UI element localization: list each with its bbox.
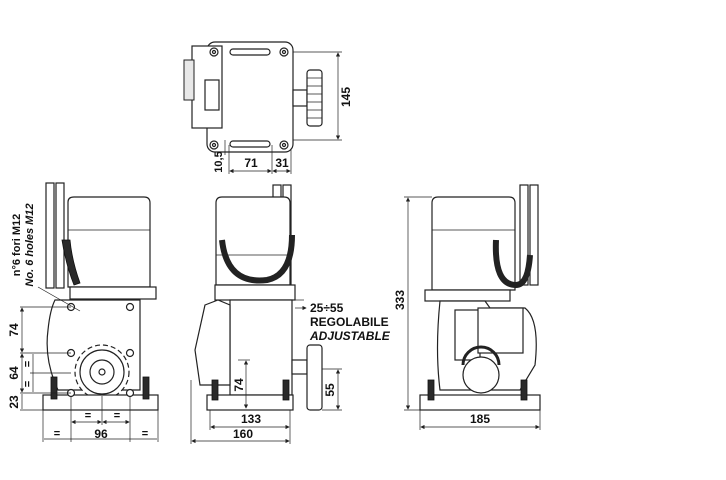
equal-mark: =: [85, 410, 91, 422]
dim-71: 71: [244, 156, 258, 170]
base-plate: [206, 394, 294, 411]
slot: [229, 48, 271, 56]
equal-mark: =: [22, 361, 34, 367]
dim-74: 74: [232, 378, 246, 392]
equal-mark: =: [114, 410, 120, 422]
anchor-bolt: [142, 376, 150, 400]
cable-sheath: [492, 239, 533, 289]
motor-cover: [215, 196, 291, 286]
base-plate: [419, 394, 541, 411]
shaft: [292, 89, 308, 107]
dim-96: 96: [94, 427, 108, 441]
top-view: 145 71 31 10,5: [183, 41, 353, 174]
side-view: 25÷55 REGOLABILE ADJUSTABLE 74 55 133 16…: [190, 184, 391, 444]
shaft: [291, 359, 308, 375]
adjustment-arc: [461, 345, 501, 366]
flange: [69, 286, 157, 300]
pinion-gear: [74, 344, 130, 400]
dim-160: 160: [233, 427, 253, 441]
equal-mark: =: [22, 381, 34, 387]
slot: [229, 140, 271, 148]
note-holes-it: n°6 fori M12: [11, 214, 23, 276]
pinion-gear: [306, 344, 323, 411]
equal-mark: =: [142, 428, 148, 440]
anchor-bolt: [211, 379, 219, 401]
dim-10-5: 10,5: [213, 151, 225, 172]
motor-cover: [431, 196, 516, 291]
rack: [519, 184, 529, 286]
anchor-bolt: [282, 379, 290, 401]
flange: [214, 284, 296, 301]
control-cover: [477, 307, 524, 354]
cable-sheath: [61, 239, 81, 286]
gearbox-body: [229, 299, 293, 396]
connector: [204, 79, 220, 111]
mounting-holes: [209, 47, 289, 150]
adjust-label-en: ADJUSTABLE: [309, 329, 391, 343]
dim-145: 145: [339, 87, 353, 107]
rear-view: 333 185: [393, 184, 541, 430]
dim-74: 74: [7, 323, 21, 337]
rack: [55, 182, 65, 289]
pinion-gear: [306, 69, 323, 127]
leader-line: [37, 286, 81, 312]
cable-sheath: [219, 234, 295, 284]
note-holes-en: No. 6 holes M12: [24, 203, 36, 286]
dim-333: 333: [393, 290, 407, 310]
handle: [183, 59, 195, 101]
adjust-range: 25÷55: [310, 301, 344, 315]
equal-mark: =: [54, 428, 60, 440]
rack: [45, 182, 55, 289]
mounting-holes: [66, 302, 135, 398]
release-lever: [194, 299, 231, 386]
front-view: n°6 fori M12 No. 6 holes M12 74 64 23 = …: [7, 182, 159, 442]
motor-cover: [67, 196, 151, 288]
adjust-label-it: REGOLABILE: [310, 315, 389, 329]
dim-185: 185: [470, 412, 490, 426]
anchor-bolt: [427, 379, 435, 401]
dim-64: 64: [7, 366, 21, 380]
rack: [529, 184, 539, 286]
anchor-bolt: [520, 379, 528, 401]
dim-23: 23: [7, 395, 21, 409]
dim-55: 55: [323, 383, 337, 397]
flange: [424, 289, 511, 302]
base-plate: [42, 394, 159, 411]
dim-31: 31: [275, 156, 289, 170]
anchor-bolt: [50, 376, 58, 400]
dim-133: 133: [241, 412, 261, 426]
gear-housing: [462, 356, 500, 394]
